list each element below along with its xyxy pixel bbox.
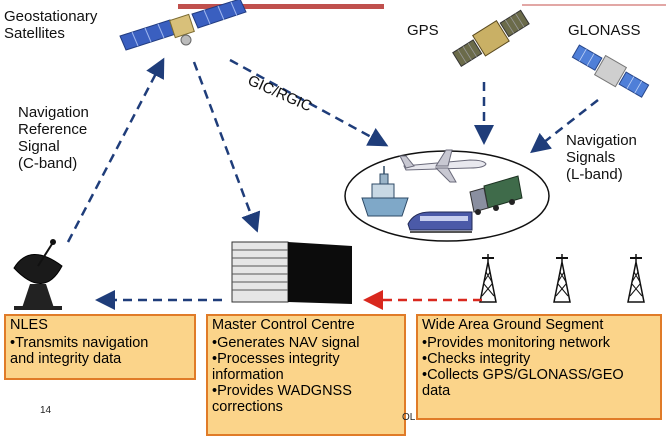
navsig-line3: (L-band) <box>566 166 623 183</box>
geostationary-label: Geostationary Satellites <box>4 8 97 42</box>
navref-line2: Reference <box>18 121 88 138</box>
master-control-centre-box: Master Control Centre •Generates NAV sig… <box>206 314 406 436</box>
page-number: 14 <box>40 405 52 416</box>
nles-line: •Transmits navigation <box>10 335 149 351</box>
ship-icon <box>361 166 409 217</box>
antenna-tower-icon <box>479 254 497 303</box>
gps-satellite-icon <box>452 9 530 67</box>
antenna-tower-icon <box>553 254 571 303</box>
nles-box: NLES •Transmits navigation and integrity… <box>4 314 196 380</box>
top-bar-left <box>178 4 384 9</box>
wags-line: •Provides monitoring network <box>422 335 611 351</box>
navref-line4: (C-band) <box>18 155 78 172</box>
arrow-dish-to-geo <box>66 57 165 243</box>
navigation-signals-label: Navigation Signals (L-band) <box>566 132 637 183</box>
wags-line: •Checks integrity <box>422 351 531 367</box>
glonass-label: GLONASS <box>568 22 641 39</box>
mcc-line: information <box>212 367 284 383</box>
train-icon <box>407 211 473 233</box>
geostationary-satellite-icon <box>119 0 247 51</box>
navsig-line1: Navigation <box>566 132 637 149</box>
gps-label: GPS <box>407 22 439 39</box>
wide-area-ground-segment-box: Wide Area Ground Segment •Provides monit… <box>416 314 662 420</box>
airplane-icon <box>399 149 487 183</box>
navigation-reference-signal-label: Navigation Reference Signal (C-band) <box>18 104 89 172</box>
navsig-line2: Signals <box>566 149 616 166</box>
mcc-title: Master Control Centre <box>212 317 355 333</box>
geostationary-label-line1: Geostationary <box>4 8 98 25</box>
mcc-line: •Provides WADGNSS <box>212 383 352 399</box>
arrow-glonass-to-users <box>530 99 599 154</box>
navref-line3: Signal <box>18 138 60 155</box>
footer-partial-text: OL <box>402 412 416 423</box>
master-control-building-icon <box>231 241 352 304</box>
satellite-dish-icon <box>13 239 63 310</box>
navref-line1: Navigation <box>18 104 89 121</box>
wags-title: Wide Area Ground Segment <box>422 317 604 333</box>
mcc-line: •Generates NAV signal <box>212 335 360 351</box>
wags-line: •Collects GPS/GLONASS/GEO <box>422 367 624 383</box>
nles-title: NLES <box>10 317 48 333</box>
nles-line: and integrity data <box>10 351 122 367</box>
glonass-satellite-icon <box>571 44 650 98</box>
wags-line: data <box>422 383 451 399</box>
mcc-line: •Processes integrity <box>212 351 340 367</box>
geostationary-label-line2: Satellites <box>4 25 65 42</box>
truck-icon <box>469 175 523 215</box>
antenna-tower-icon <box>627 254 645 303</box>
mcc-line: corrections <box>212 399 283 415</box>
